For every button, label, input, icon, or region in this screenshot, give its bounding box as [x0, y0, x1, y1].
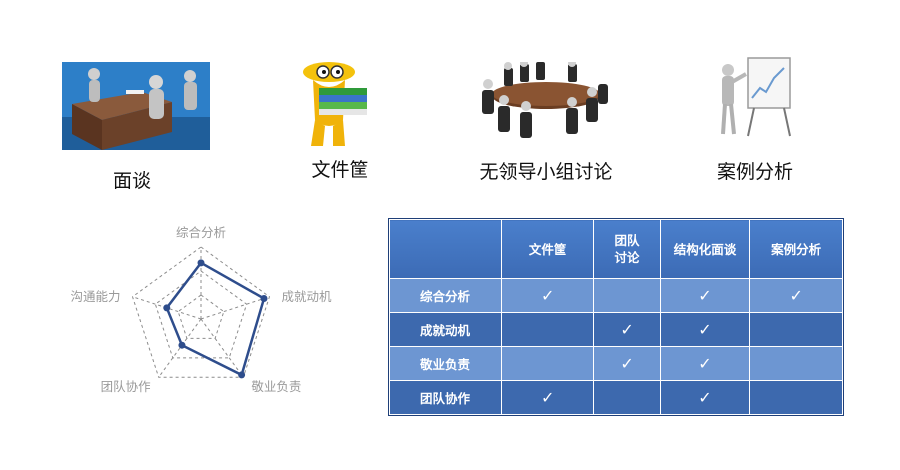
item-label-group-discussion: 无领导小组讨论	[479, 161, 613, 183]
matrix-row: 成就动机 ✓✓	[389, 312, 843, 347]
item-label-in-basket: 文件筐	[311, 159, 369, 181]
radar-point	[163, 304, 171, 312]
item-label-case-analysis: 案例分析	[716, 161, 793, 183]
radar-grid-ring	[131, 246, 271, 378]
matrix-header-row: 文件筐团队 讨论结构化面谈案例分析	[389, 219, 843, 279]
radar-spoke	[200, 318, 244, 378]
radar-series	[163, 259, 268, 379]
group-discussion-icon	[482, 62, 608, 138]
radar-grid-ring	[154, 270, 248, 359]
matrix-column-header: 结构化面谈	[659, 219, 751, 279]
item-label-interview: 面谈	[112, 170, 151, 192]
in-basket-files-icon	[303, 62, 367, 146]
matrix-row-header: 敬业负责	[389, 346, 502, 381]
radar-axis-label: 综合分析	[176, 225, 226, 240]
matrix-row: 团队协作✓✓	[389, 380, 843, 415]
matrix-row: 综合分析✓✓✓	[389, 278, 843, 313]
radar-point	[260, 295, 268, 303]
matrix-check-mark: ✓	[659, 346, 751, 381]
matrix-empty-cell	[500, 346, 595, 381]
matrix-column-header: 团队 讨论	[593, 219, 661, 279]
radar-axis-label: 沟通能力	[71, 289, 121, 304]
matrix-row-header: 成就动机	[389, 312, 502, 347]
matrix-column-header: 文件筐	[500, 219, 595, 279]
matrix-check-mark: ✓	[659, 380, 751, 415]
radar-axis-label: 团队协作	[101, 379, 152, 394]
radar-point	[197, 259, 205, 267]
radar-spoke	[158, 318, 202, 378]
matrix-empty-cell	[749, 380, 843, 415]
case-analysis-presenter-icon	[721, 57, 791, 137]
radar-point	[238, 371, 246, 379]
matrix-column-header: 案例分析	[749, 219, 843, 279]
matrix-empty-cell	[593, 278, 661, 313]
assessment-method-matrix: 文件筐团队 讨论结构化面谈案例分析 综合分析✓✓✓成就动机✓✓敬业负责✓✓团队协…	[389, 219, 843, 415]
matrix-row: 敬业负责 ✓✓	[389, 346, 843, 381]
matrix-check-mark: ✓	[749, 278, 843, 313]
matrix-check-mark: ✓	[500, 380, 595, 415]
radar-grid	[131, 246, 271, 378]
matrix-check-mark: ✓	[593, 346, 661, 381]
radar-series-line	[165, 261, 266, 377]
matrix-empty-cell	[593, 380, 661, 415]
matrix-empty-cell	[749, 312, 843, 347]
matrix-corner-cell	[389, 219, 502, 279]
matrix-row-header: 团队协作	[389, 380, 502, 415]
matrix-row-header: 综合分析	[389, 278, 502, 313]
matrix-check-mark: ✓	[500, 278, 595, 313]
radar-point	[178, 341, 186, 349]
radar-axis-label: 敬业负责	[251, 379, 301, 394]
matrix-check-mark: ✓	[593, 312, 661, 347]
radar-axis-label: 成就动机	[281, 289, 332, 304]
matrix-empty-cell	[749, 346, 843, 381]
matrix-check-mark: ✓	[659, 312, 751, 347]
interview-meeting-icon	[62, 62, 210, 150]
matrix-empty-cell	[500, 312, 595, 347]
matrix-check-mark: ✓	[659, 278, 751, 313]
matrix-body: 综合分析✓✓✓成就动机✓✓敬业负责✓✓团队协作✓✓	[389, 278, 843, 415]
